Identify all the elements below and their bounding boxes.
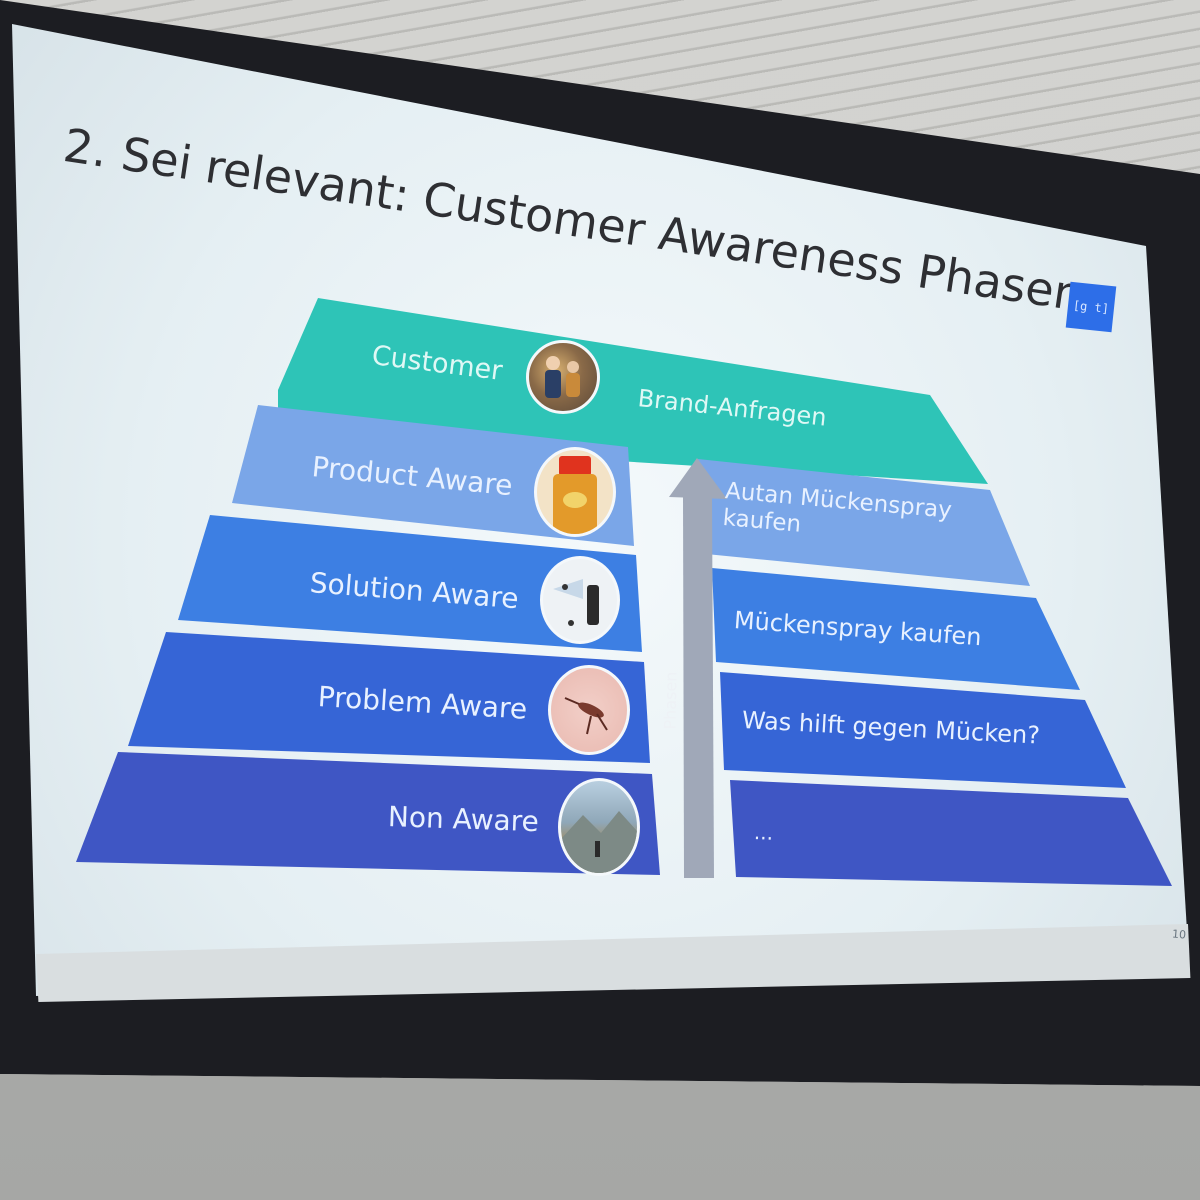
phasen-arrow bbox=[683, 496, 714, 878]
solution-aware-right-band bbox=[712, 568, 1080, 690]
mosquito-icon bbox=[548, 665, 630, 755]
product-aware-right-band bbox=[698, 459, 1030, 586]
landscape-icon bbox=[558, 778, 640, 876]
people-icon bbox=[526, 340, 600, 414]
mosquito-spray-icon bbox=[540, 556, 620, 644]
non-aware-label: Non Aware bbox=[387, 800, 540, 839]
problem-aware-right-band bbox=[720, 672, 1126, 788]
non-aware-left-band bbox=[76, 752, 660, 875]
problem-aware-left-band bbox=[128, 632, 650, 763]
solution-aware-left-band bbox=[178, 515, 642, 652]
ellipsis-label: ... bbox=[753, 820, 774, 845]
phasen-label: Phasen bbox=[660, 671, 681, 730]
non-aware-right-band bbox=[730, 780, 1172, 886]
phasen-arrow-head bbox=[669, 458, 727, 499]
spray-bottle-icon bbox=[534, 447, 616, 537]
product-aware-left-band bbox=[232, 405, 634, 546]
